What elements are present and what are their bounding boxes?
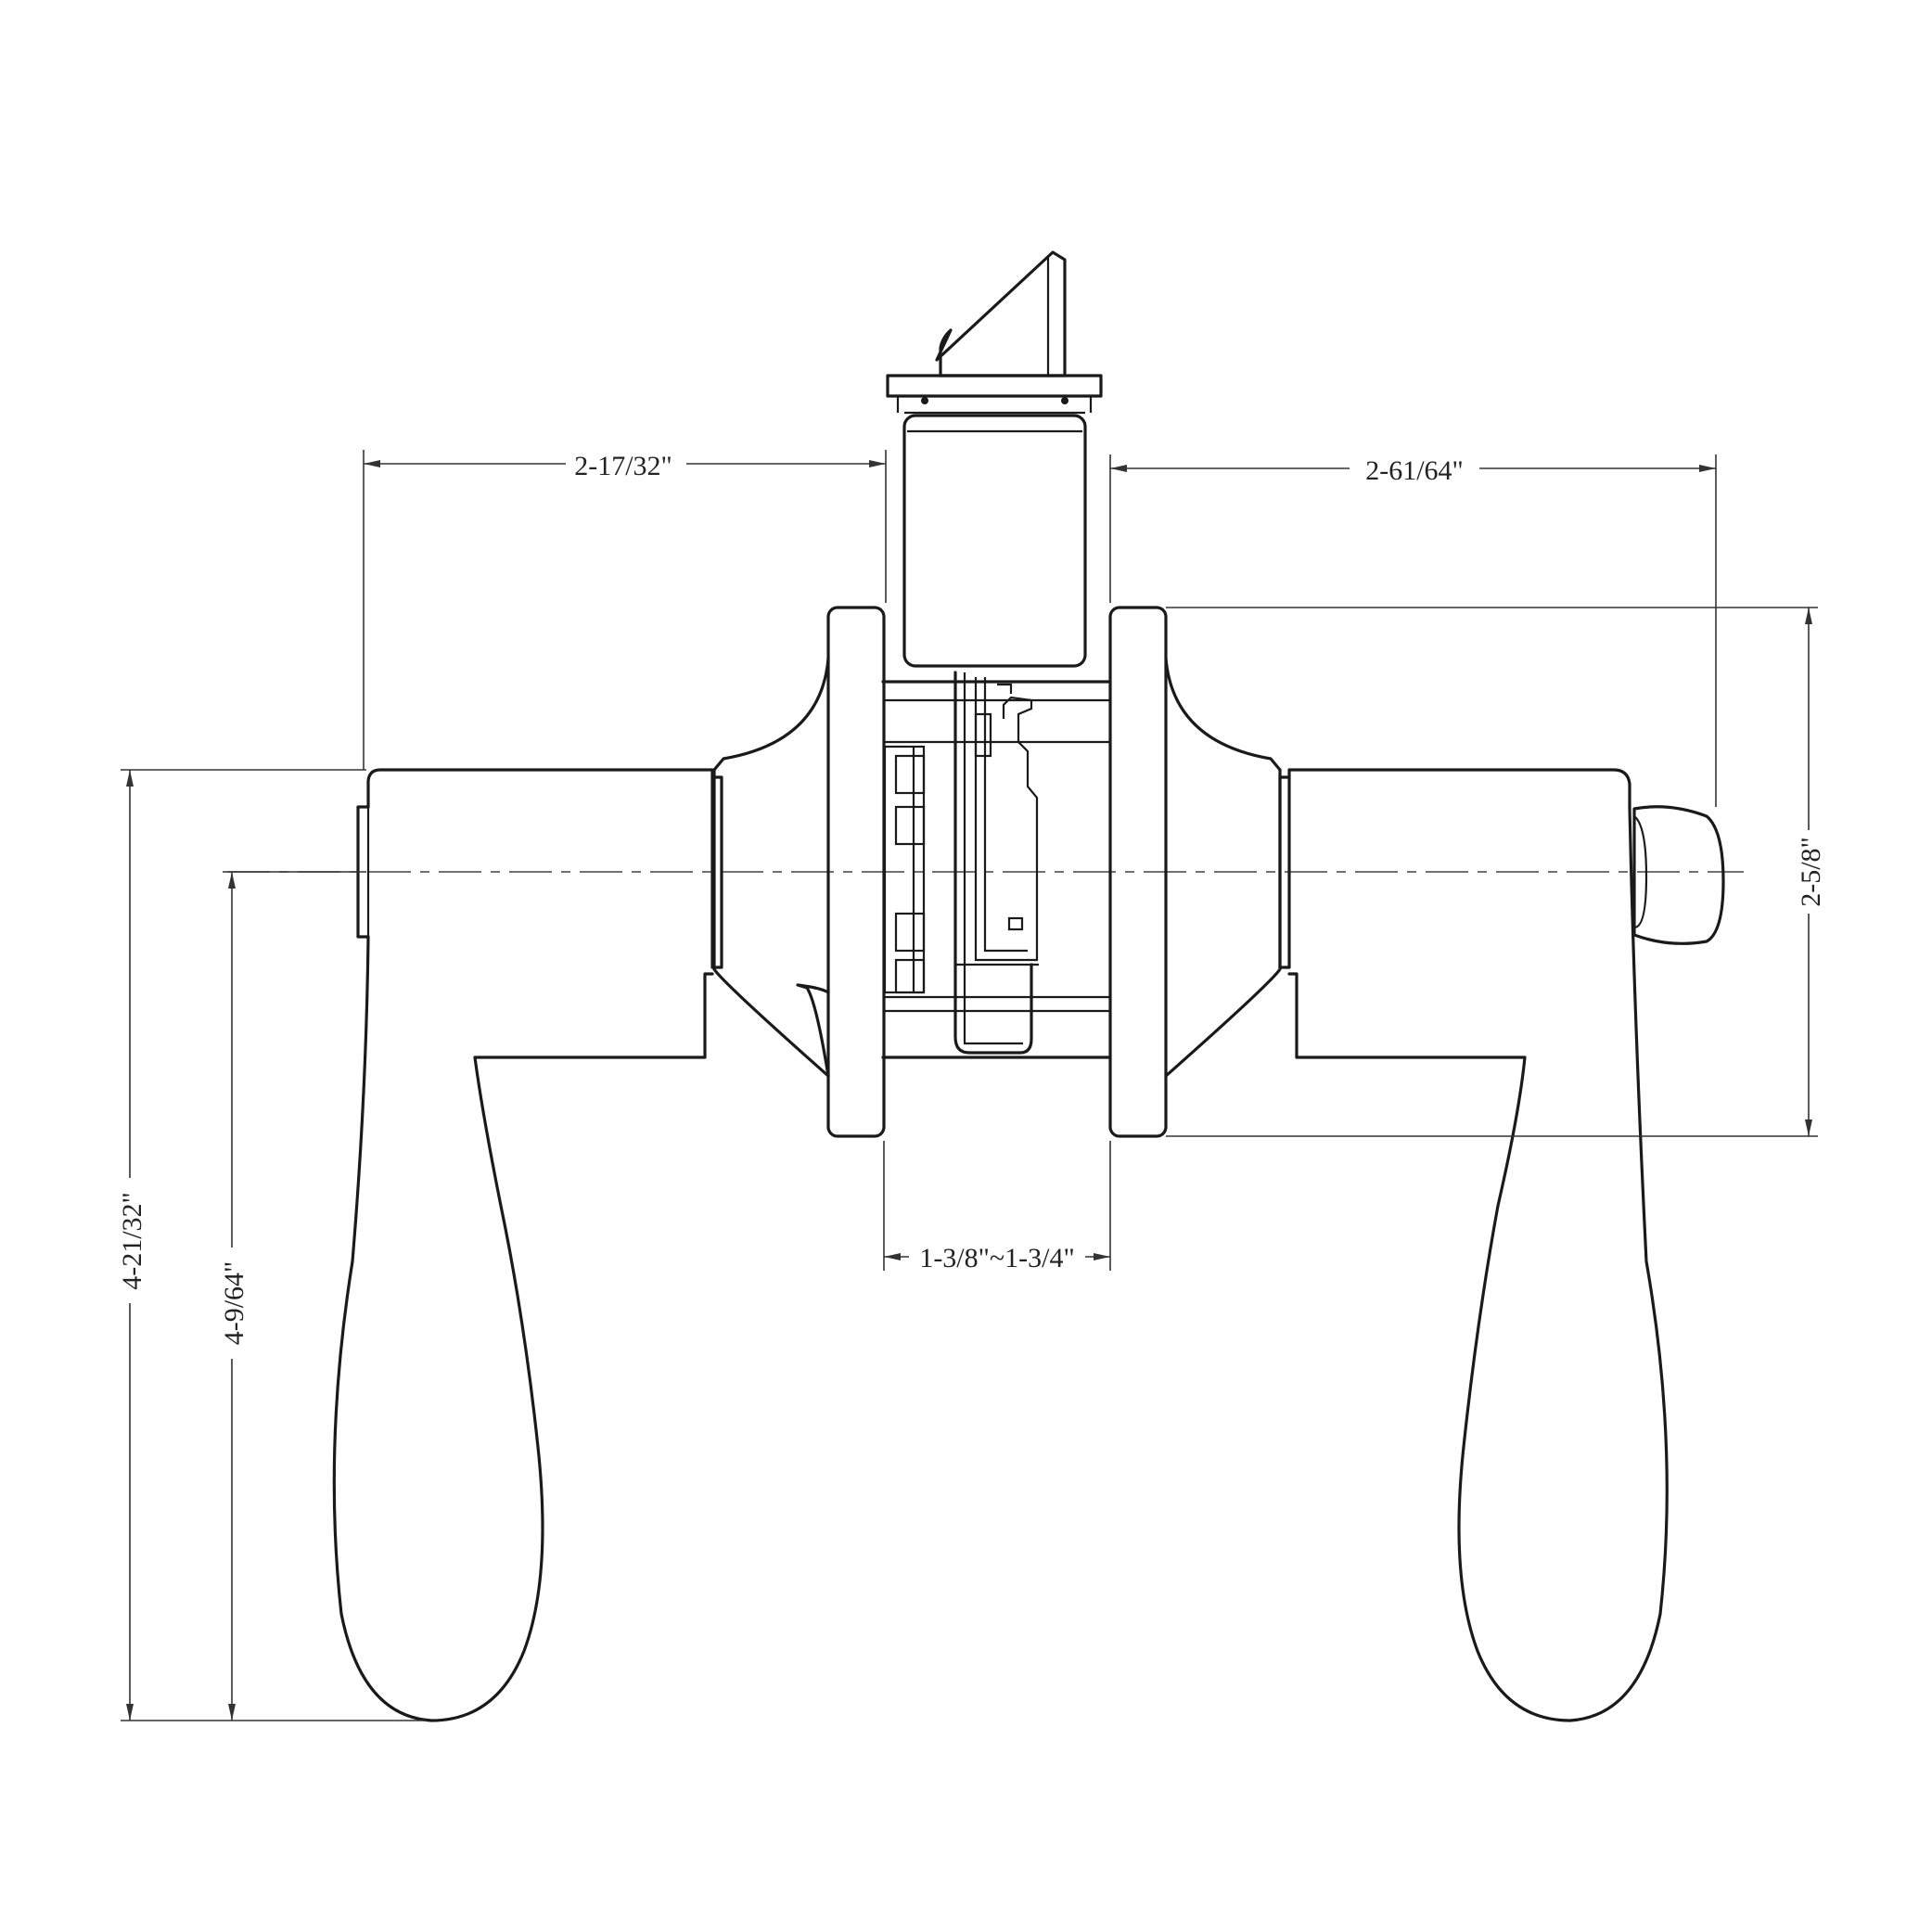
latch-bolt [886,250,1103,415]
right-rose [1108,606,1282,1138]
dimension-left-projection: 2-17/32" [363,445,887,770]
dimension-label-rose-diameter: 2-5/8" [1796,837,1826,907]
dimension-rose-diameter: 2-5/8" [1166,607,1827,1137]
left-lever [332,768,723,1722]
right-lever [1278,768,1725,1722]
dimension-overall-height: 4-21/32" [111,769,427,1721]
dimension-right-projection: 2-61/64" [1109,450,1717,807]
dimension-label-right-projection: 2-61/64" [1365,455,1464,486]
dimension-label-left-projection: 2-17/32" [574,451,672,481]
dimension-label-door-thickness: 1-3/8"~1-3/4" [919,1243,1074,1273]
left-rose [712,606,886,1138]
chassis [881,671,1112,1059]
latch-housing [902,414,1087,668]
dimension-label-overall-height: 4-21/32" [117,1192,147,1290]
dimension-door-thickness: 1-3/8"~1-3/4" [883,1141,1111,1275]
dimension-label-centerline-to-end: 4-9/64" [219,1261,249,1346]
dimension-centerline-to-end: 4-9/64" [213,871,366,1721]
